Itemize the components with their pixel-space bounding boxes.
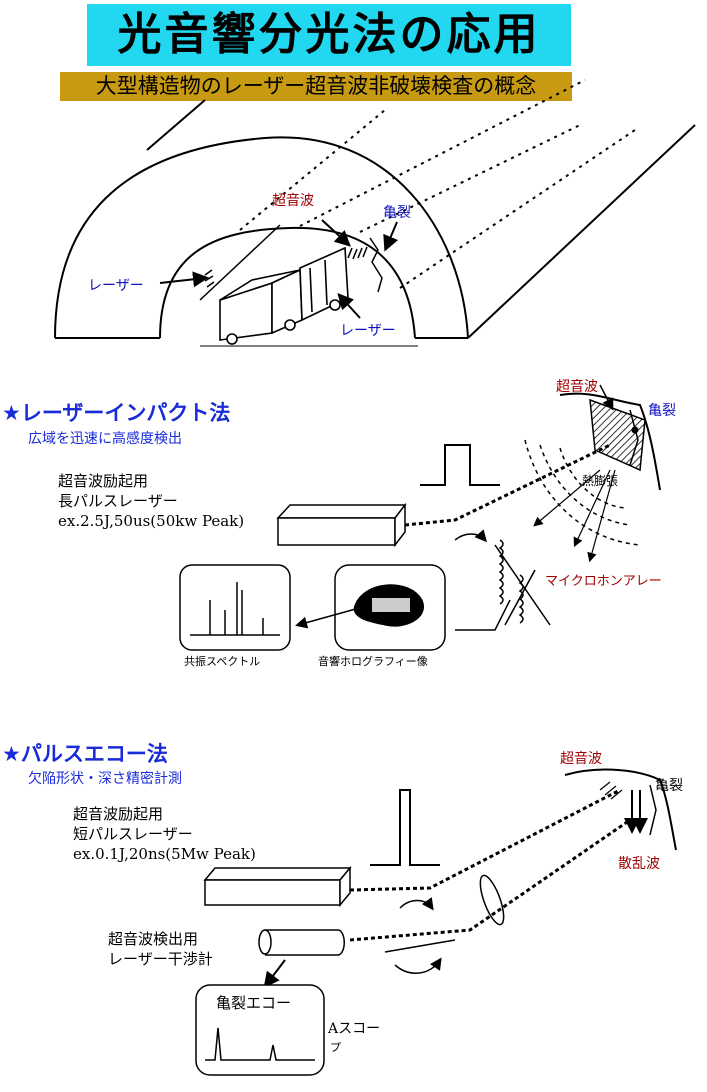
impact-laser-box: [276, 502, 407, 548]
echo-laser-line1: 超音波励起用: [73, 805, 164, 823]
interferometer-cylinder: [258, 929, 345, 956]
impact-subheading: 広域を迅速に高感度検出: [28, 431, 182, 447]
echo-heading: ★パルスエコー法: [2, 742, 168, 766]
tunnel-outer-arch: [54, 136, 469, 339]
spectrum-panel: [179, 564, 291, 651]
echo-laser-line2: 短パルスレーザー: [73, 825, 193, 843]
tunnel-diagram: [54, 79, 696, 347]
scope-panel: [195, 984, 325, 1076]
inspection-vehicle: [219, 246, 349, 345]
echo-detect-line1: 超音波検出用: [108, 930, 199, 948]
echo-subheading: 欠陥形状・深さ精密計測: [28, 771, 182, 787]
impact-diagram: [179, 384, 661, 651]
echo-ultrasound-label: 超音波: [560, 751, 602, 767]
echo-laser-box: [203, 865, 352, 908]
microphone-array: [494, 539, 551, 626]
echo-scatter-label: 散乱波: [618, 856, 660, 872]
scope-label-b: プ: [330, 1041, 341, 1054]
spectrum-caption: 共振スペクトル: [184, 655, 261, 668]
page-title: 光音響分光法の応用: [87, 4, 571, 66]
tunnel-laser-label-bottom: レーザー: [340, 323, 396, 339]
impact-crack-label: 亀裂: [648, 403, 676, 419]
impact-mic-label: マイクロホンアレー: [545, 574, 662, 589]
impact-laser-line2: 長パルスレーザー: [58, 492, 178, 510]
impact-ultrasound-label: 超音波: [556, 379, 598, 395]
tunnel-laser-label-left: レーザー: [88, 278, 144, 294]
impact-laser-line1: 超音波励起用: [58, 472, 149, 490]
echo-detect-line2: レーザー干渉計: [108, 950, 213, 968]
scope-label-a: Aスコー: [328, 1021, 381, 1037]
impact-thermal-label: 熱膨張: [582, 474, 619, 488]
impact-laser-line3: ex.2.5J,50us(50kw Peak): [58, 512, 245, 530]
echo-crack-label: 亀裂: [655, 778, 683, 794]
echo-laser-line3: ex.0.1J,20ns(5Mw Peak): [73, 845, 256, 863]
tunnel-ultrasound-label: 超音波: [272, 193, 314, 209]
scope-title: 亀裂エコー: [216, 994, 292, 1012]
tunnel-inner-arch: [159, 226, 416, 339]
page-subtitle: 大型構造物のレーザー超音波非破壊検査の概念: [60, 72, 572, 101]
tunnel-crack-label: 亀裂: [383, 205, 411, 221]
hologram-caption: 音響ホログラフィー像: [318, 655, 428, 668]
echo-diagram: [195, 768, 677, 1076]
impact-heading: ★レーザーインパクト法: [2, 401, 231, 425]
